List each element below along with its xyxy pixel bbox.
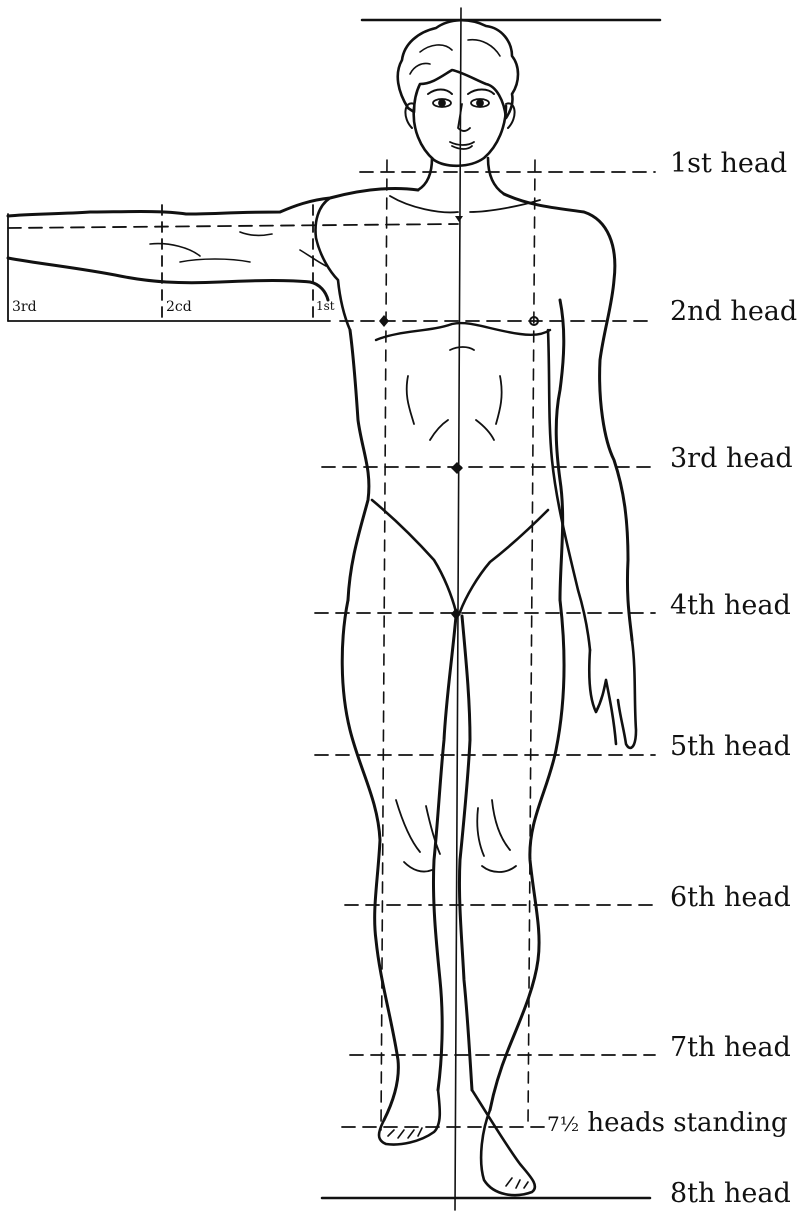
right-shoulder-outline [504, 194, 632, 640]
landmark-sternum [455, 216, 463, 222]
arm-label-first: 1st [316, 300, 335, 312]
groin-lines [372, 500, 548, 612]
hair-strands [410, 40, 500, 74]
right-toes [506, 1178, 528, 1188]
right-hand [589, 640, 636, 748]
label-head-3: 3rd head [670, 445, 793, 472]
arm-dashed-line [8, 224, 458, 228]
left-pupil [440, 101, 445, 106]
label-head-6: 6th head [670, 884, 791, 911]
arm-label-second: 2cd [166, 300, 192, 314]
label-head-5: 5th head [670, 733, 791, 760]
label-head-1: 1st head [670, 150, 787, 177]
right-leg-outer [490, 600, 564, 1110]
landmark-navel [451, 462, 463, 474]
arm-inner-lines [150, 232, 326, 266]
label-heads-standing-value: 7½ [547, 1112, 579, 1136]
knee-detail-right [477, 800, 516, 872]
label-head-2: 2nd head [670, 298, 797, 325]
hair-outline [398, 20, 518, 118]
label-heads-standing: 7½ heads standing [547, 1110, 788, 1136]
label-head-8: 8th head [670, 1180, 791, 1207]
right-foot [472, 1090, 535, 1195]
arm-upper-outline [8, 188, 418, 216]
neck-right [488, 158, 504, 194]
label-heads-standing-text: heads standing [587, 1108, 787, 1138]
label-head-4: 4th head [670, 592, 791, 619]
head-division-lines [315, 172, 655, 1127]
chest-left [348, 330, 369, 600]
left-leg-inner [433, 616, 456, 1090]
pectoral-line [376, 323, 550, 340]
left-toes [388, 1128, 422, 1138]
mouth [450, 142, 474, 149]
arm-lower-outline [8, 258, 328, 300]
arm-label-third: 3rd [12, 300, 37, 314]
chest-right [556, 300, 564, 600]
abdominal-lines [407, 347, 502, 440]
left-leg-outer [342, 600, 398, 1120]
arm-measure [8, 205, 458, 321]
landmark-nipple-left [379, 315, 389, 327]
label-head-7: 7th head [670, 1034, 791, 1061]
neck-left [418, 158, 432, 190]
right-leg-inner [459, 616, 472, 1090]
right-arm-inner [548, 330, 590, 650]
right-pupil [478, 101, 483, 106]
